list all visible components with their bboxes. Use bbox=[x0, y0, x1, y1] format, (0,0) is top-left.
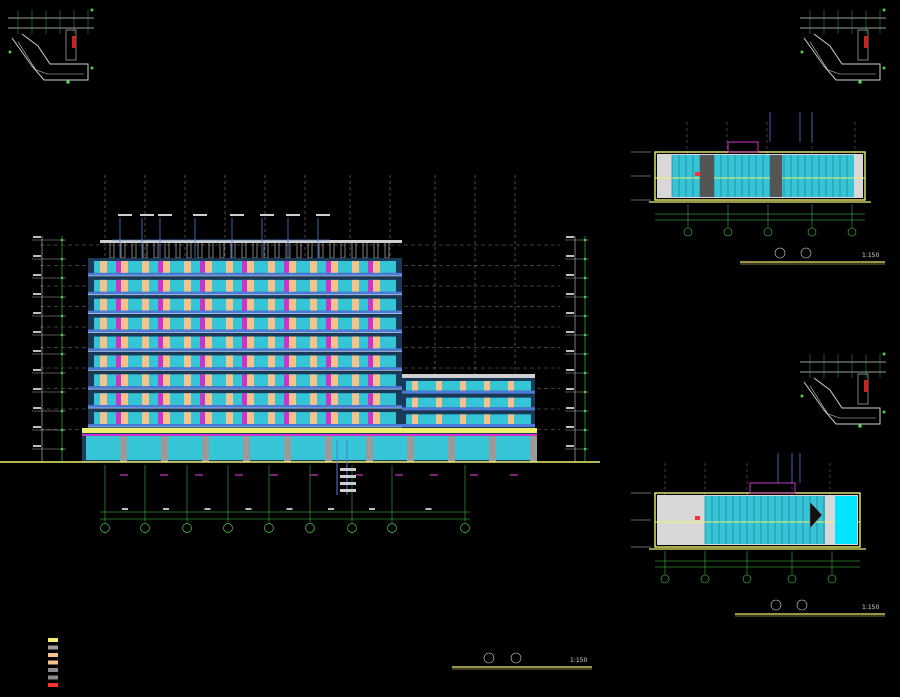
rt-scale: 1:150 bbox=[862, 252, 879, 259]
legend-swatch bbox=[48, 653, 58, 657]
rb-scale: 1:150 bbox=[862, 604, 879, 611]
legend-swatch bbox=[48, 683, 58, 687]
keyplan-icon bbox=[800, 352, 886, 428]
legend-swatch bbox=[48, 660, 58, 665]
title-block-rb: 1:150 bbox=[735, 599, 885, 617]
legend bbox=[48, 638, 58, 687]
keyplan-icon bbox=[8, 8, 94, 84]
legend-swatch bbox=[48, 645, 58, 650]
title-block-main: 1:150 bbox=[452, 652, 592, 670]
legend-swatch bbox=[48, 668, 58, 672]
title-block-rt: 1:150 bbox=[740, 247, 885, 265]
right-top-elevation bbox=[631, 112, 871, 237]
main-scale: 1:150 bbox=[570, 657, 587, 664]
legend-swatch bbox=[48, 675, 58, 680]
keyplan-icon bbox=[800, 8, 886, 84]
legend-swatch bbox=[48, 638, 58, 642]
right-bottom-elevation bbox=[631, 453, 866, 584]
main-elevation bbox=[0, 175, 600, 533]
